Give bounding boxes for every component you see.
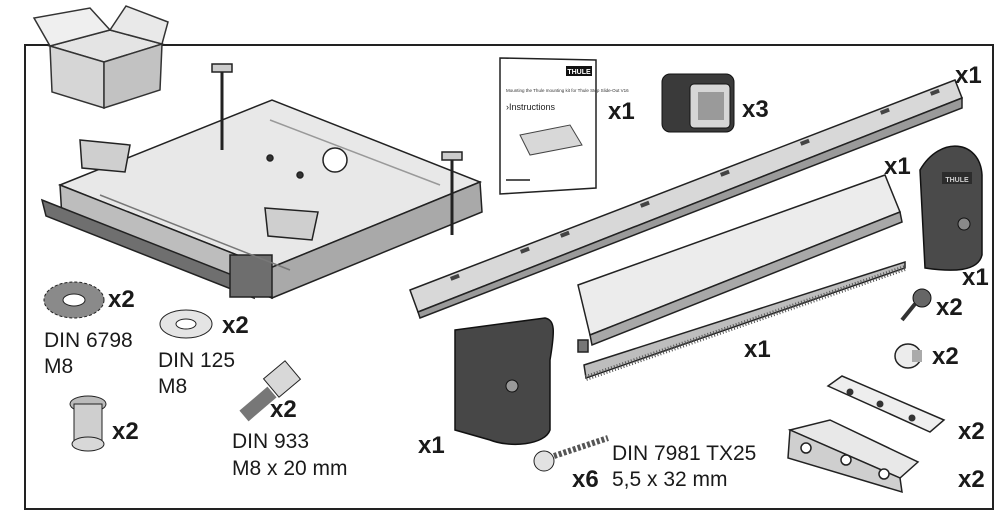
plug-qty: x2 [932,343,959,370]
bolt-qty: x2 [270,396,297,423]
instruction-manual-icon: THULE Mounting the Thule mounting kit fo… [499,57,629,195]
wood-screw-qty: x6 [572,466,599,493]
bolt-size: M8 x 20 mm [232,457,348,480]
screw-icon [900,288,932,322]
u-bracket-qty: x2 [958,466,985,493]
serrated-washer-std: DIN 6798 [44,329,133,352]
bolt-std: DIN 933 [232,430,310,453]
wood-screw-std: DIN 7981 TX25 [612,442,757,465]
brush-profile-icon [577,174,906,381]
rivet-nut-icon [69,395,107,452]
manual-qty: x1 [608,98,635,125]
flat-washer-std: DIN 125 [158,349,236,372]
wood-screw-size: 5,5 x 32 mm [612,468,728,491]
svg-text:Mounting the Thule mounting ki: Mounting the Thule mounting kit for Thul… [506,88,629,93]
end-cap-qty: x3 [742,96,769,123]
svg-text:THULE: THULE [945,177,969,184]
serrated-washer-size: M8 [44,355,74,378]
screw-qty: x2 [936,294,963,321]
wood-screw-icon [533,435,609,472]
left-end-cover-icon [454,317,555,446]
brush-profile-bottom-qty: x1 [744,336,771,363]
box-icon [32,5,169,110]
brush-profile-top-qty: x1 [884,153,911,180]
flat-washer-size: M8 [158,375,188,398]
flat-washer-qty: x2 [222,312,249,339]
end-cap-icon [661,73,735,133]
svg-text:THULE: THULE [567,69,591,76]
bolt-icon [239,360,302,422]
contents-frame [24,44,994,510]
left-end-cover-qty: x1 [418,432,445,459]
rivet-nut-qty: x2 [112,418,139,445]
u-bracket-icon [787,419,920,494]
right-end-cover-icon: THULE [919,145,983,271]
flat-bracket-qty: x2 [958,418,985,445]
serrated-washer-qty: x2 [108,286,135,313]
flat-bracket-icon [826,375,946,433]
right-end-cover-qty: x1 [962,264,989,291]
long-rail-icon [409,79,963,319]
plug-icon [894,343,922,369]
serrated-washer-icon [43,281,105,319]
flat-washer-icon [159,309,213,339]
manual-heading: ›Instructions [506,102,556,112]
long-rail-qty: x1 [955,62,982,89]
step-slide-out-unit-icon [40,63,483,300]
